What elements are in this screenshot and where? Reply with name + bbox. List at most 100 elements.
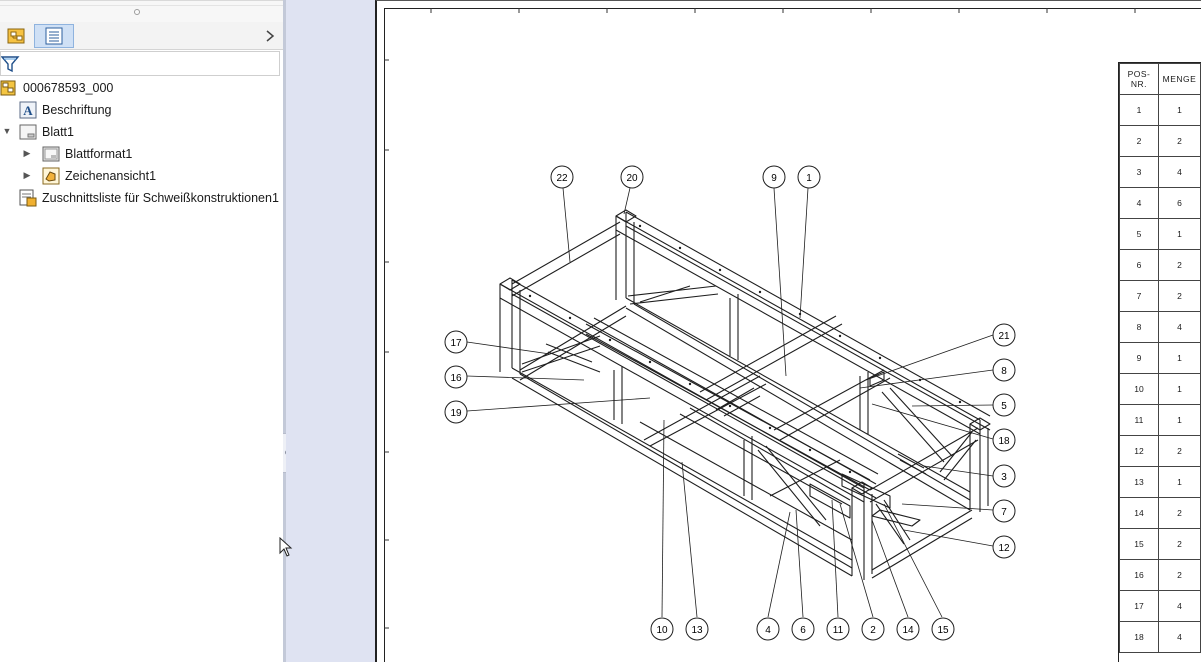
bom-cell-qty: 1 <box>1157 218 1201 250</box>
tree-node-cut-list[interactable]: Zuschnittsliste für Schweißkonstruktione… <box>19 188 279 208</box>
balloon[interactable]: 9 <box>762 165 786 189</box>
tree-node-sheet-format[interactable]: Blattformat1 <box>42 144 132 164</box>
bom-cell-pos: 9 <box>1119 342 1159 374</box>
balloon[interactable]: 22 <box>550 165 574 189</box>
bom-cell-qty: 2 <box>1157 435 1201 467</box>
bom-cell-qty: 2 <box>1157 528 1201 560</box>
bom-cell-pos: 6 <box>1119 249 1159 281</box>
bom-cell-pos: 5 <box>1119 218 1159 250</box>
manager-tabbar <box>0 22 285 50</box>
balloon-number: 15 <box>937 625 949 636</box>
expand-arrow-icon[interactable]: ▶ <box>23 148 31 158</box>
balloon[interactable]: 13 <box>685 617 709 641</box>
balloon-number: 14 <box>902 625 914 636</box>
sheet-border-ticks <box>384 8 1136 629</box>
balloon[interactable]: 4 <box>756 617 780 641</box>
property-manager-tab[interactable] <box>34 24 74 48</box>
bom-cell-pos: 13 <box>1119 466 1159 498</box>
balloon[interactable]: 16 <box>444 365 468 389</box>
tree-node-annotations[interactable]: A Beschriftung <box>19 100 111 120</box>
balloon[interactable]: 17 <box>444 330 468 354</box>
expand-arrow-icon[interactable]: ▶ <box>23 170 31 180</box>
bom-cell-pos: 7 <box>1119 280 1159 312</box>
balloon[interactable]: 18 <box>992 428 1016 452</box>
balloon[interactable]: 7 <box>992 499 1016 523</box>
bom-cell-qty: 2 <box>1157 280 1201 312</box>
balloon[interactable]: 1 <box>797 165 821 189</box>
filter-funnel-icon[interactable] <box>1 54 21 74</box>
balloon-number: 19 <box>450 408 462 419</box>
tree-node-label: Zeichenansicht1 <box>65 169 157 183</box>
balloon-number: 6 <box>800 625 806 636</box>
balloon[interactable]: 8 <box>992 358 1016 382</box>
mouse-cursor-icon <box>279 537 293 557</box>
balloon[interactable]: 15 <box>931 617 955 641</box>
bom-cell-pos: 17 <box>1119 590 1159 622</box>
balloon-number: 22 <box>556 173 568 184</box>
balloon[interactable]: 14 <box>896 617 920 641</box>
sheet-frame <box>384 8 1201 662</box>
drawing-sheet[interactable] <box>375 0 1201 662</box>
feature-manager-icon <box>7 28 25 44</box>
tree-node-label: Blattformat1 <box>65 147 133 161</box>
splitter-handle[interactable] <box>134 9 140 15</box>
bom-cell-qty: 1 <box>1157 466 1201 498</box>
balloon-number: 16 <box>450 373 462 384</box>
bom-cell-pos: 15 <box>1119 528 1159 560</box>
tree-filter-input[interactable] <box>0 51 280 76</box>
balloon-number: 4 <box>765 625 771 636</box>
frame-geometry <box>499 209 991 580</box>
tree-node-label: Beschriftung <box>42 103 112 117</box>
balloon[interactable]: 10 <box>650 617 674 641</box>
balloon[interactable]: 6 <box>791 617 815 641</box>
chevron-right-icon <box>266 30 275 42</box>
bom-cell-qty: 4 <box>1157 590 1201 622</box>
balloon[interactable]: 19 <box>444 400 468 424</box>
bom-cell-pos: 18 <box>1119 621 1159 653</box>
balloon-number: 1 <box>806 173 812 184</box>
balloon[interactable]: 5 <box>992 393 1016 417</box>
balloon[interactable]: 21 <box>992 323 1016 347</box>
balloon[interactable]: 20 <box>620 165 644 189</box>
bom-cell-qty: 1 <box>1157 94 1201 126</box>
balloon[interactable]: 3 <box>992 464 1016 488</box>
balloon[interactable]: 11 <box>826 617 850 641</box>
bom-cell-qty: 2 <box>1157 497 1201 529</box>
collapse-arrow-icon[interactable]: ▼ <box>2 126 12 136</box>
balloon[interactable]: 12 <box>992 535 1016 559</box>
bom-cell-pos: 12 <box>1119 435 1159 467</box>
balloon-number: 12 <box>998 543 1010 554</box>
drawing-view-icon <box>42 167 60 185</box>
tree-node-sheet[interactable]: Blatt1 <box>19 122 74 142</box>
tree-node-drawing-view[interactable]: Zeichenansicht1 <box>42 166 156 186</box>
bom-cell-pos: 1 <box>1119 94 1159 126</box>
feature-manager-tab[interactable] <box>0 24 32 48</box>
bom-cell-qty: 1 <box>1157 404 1201 436</box>
annotation-icon: A <box>19 101 37 119</box>
sheet-format-icon <box>42 146 60 162</box>
more-tabs-button[interactable] <box>258 24 282 48</box>
tree-node-document[interactable]: 000678593_000 <box>0 78 113 98</box>
bom-cell-pos: 2 <box>1119 125 1159 157</box>
balloon[interactable]: 2 <box>861 617 885 641</box>
